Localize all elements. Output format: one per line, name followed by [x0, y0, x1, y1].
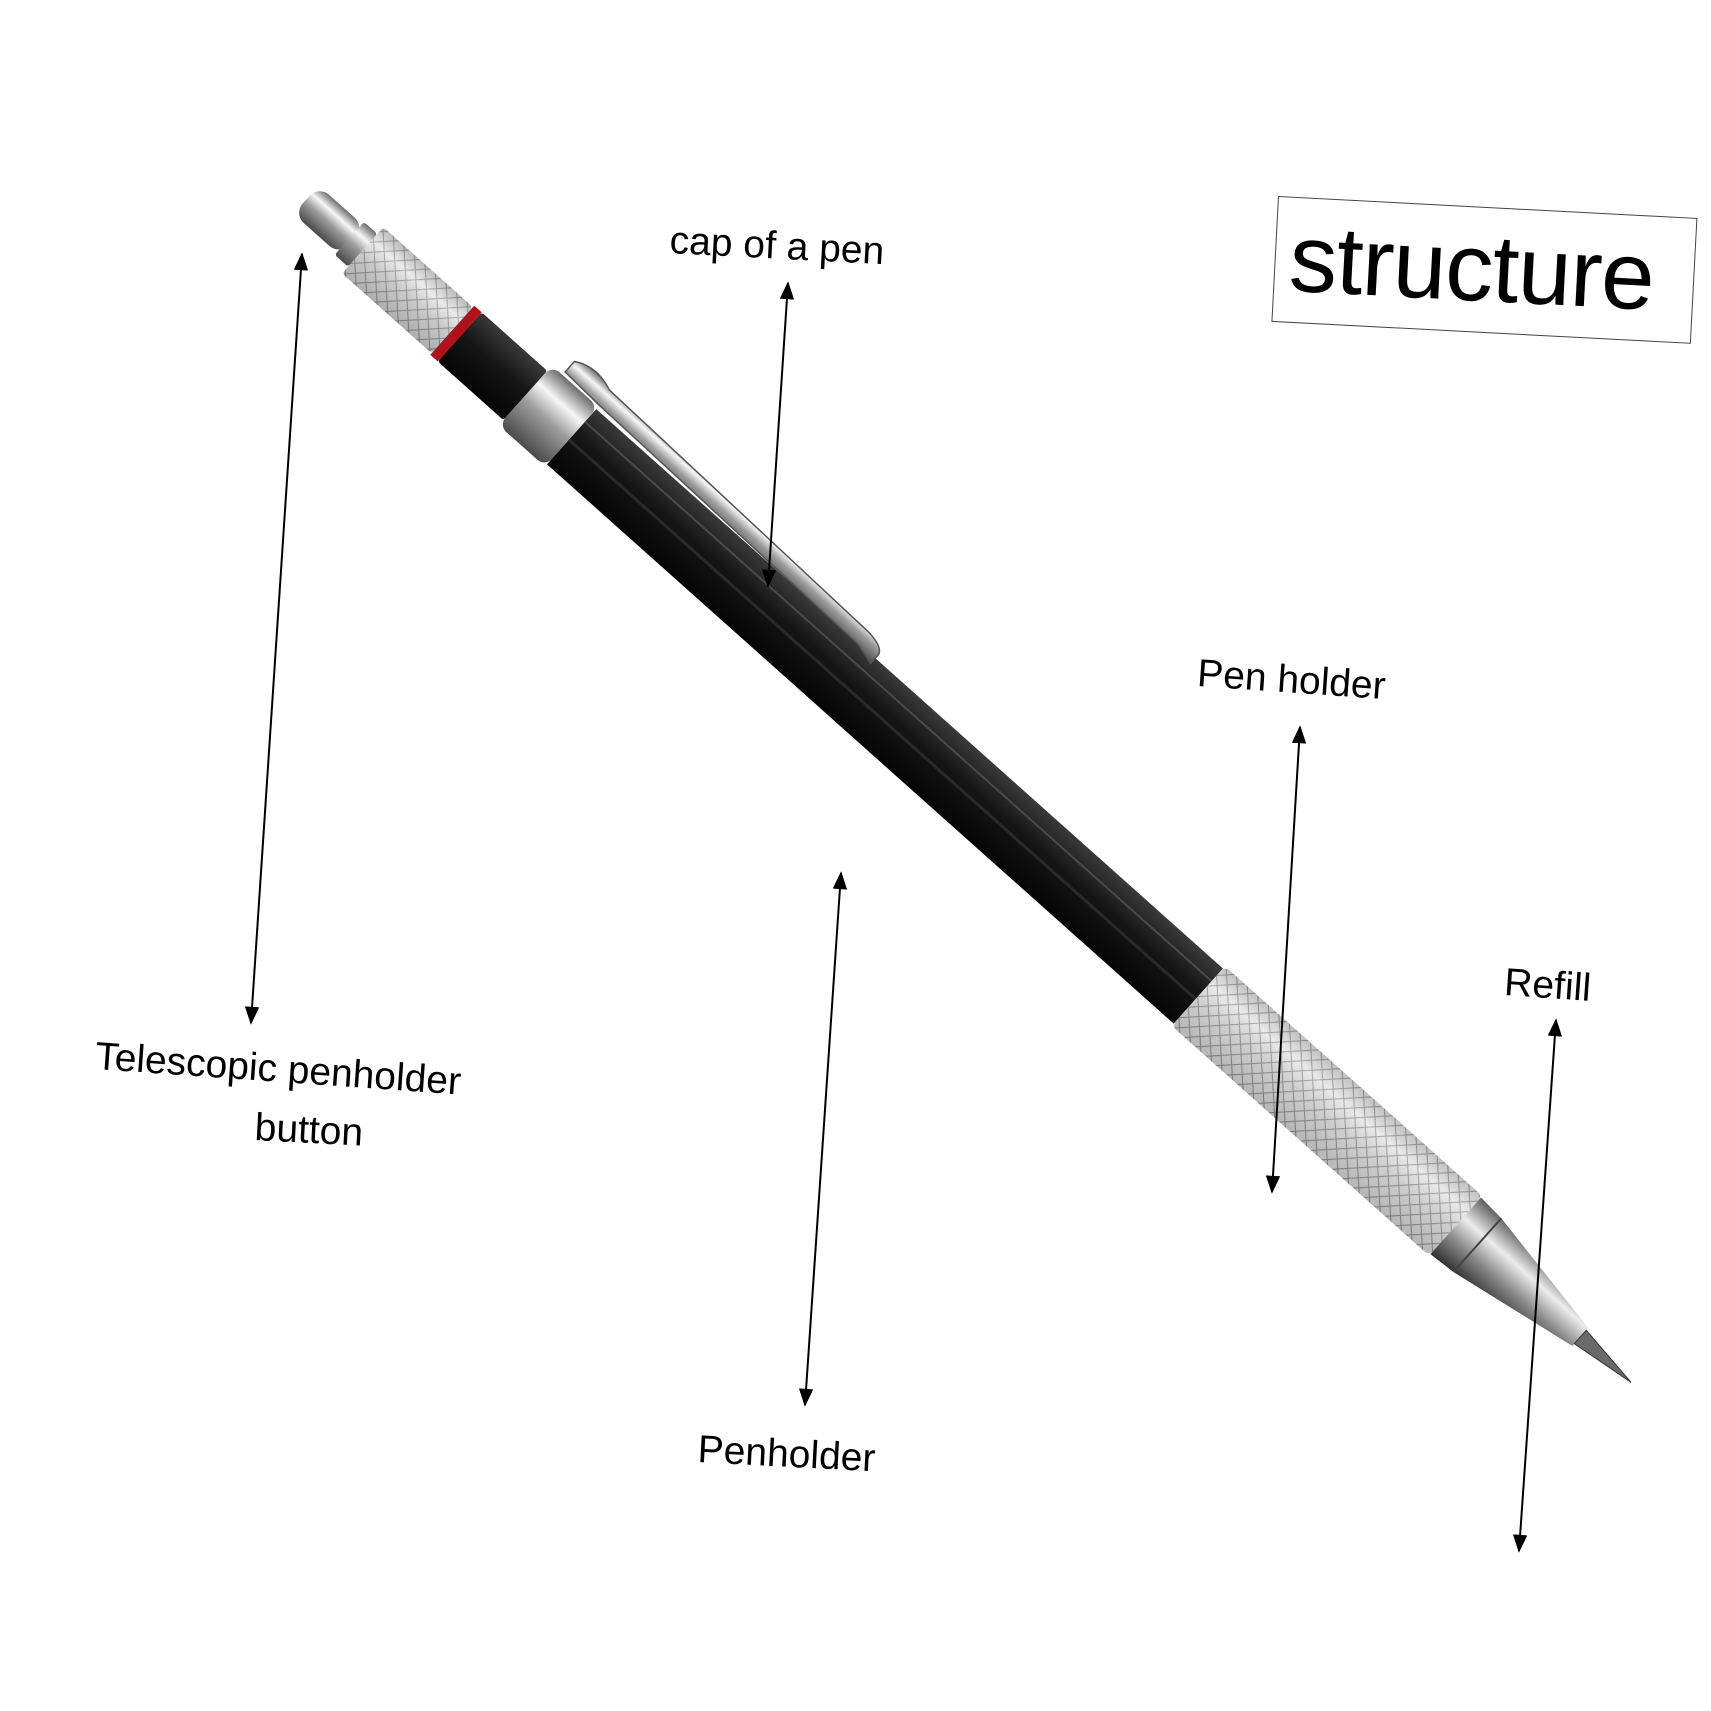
clip-ring [502, 369, 595, 463]
pocket-clip [564, 360, 881, 665]
leader-arrows [244, 252, 1563, 1553]
label-refill: Refill [1502, 960, 1593, 1010]
arrow-icon [244, 252, 309, 1025]
diagram-title: structure [1286, 204, 1657, 331]
label-telescopic-line2: button [253, 1105, 365, 1155]
refill-point [1573, 1329, 1632, 1383]
red-ring [430, 305, 482, 362]
title-box: structure [1271, 196, 1698, 344]
push-button [299, 191, 377, 266]
arrow-icon [761, 281, 795, 588]
arrow-icon [1512, 1018, 1563, 1553]
barrel [546, 409, 1223, 1024]
rear-grip [343, 228, 472, 352]
front-grip [1174, 968, 1480, 1254]
collar [438, 313, 547, 419]
arrow-icon [1265, 725, 1307, 1194]
label-penholder: Penholder [696, 1427, 877, 1481]
pen-body [299, 191, 1632, 1383]
arrow-icon [798, 871, 848, 1407]
